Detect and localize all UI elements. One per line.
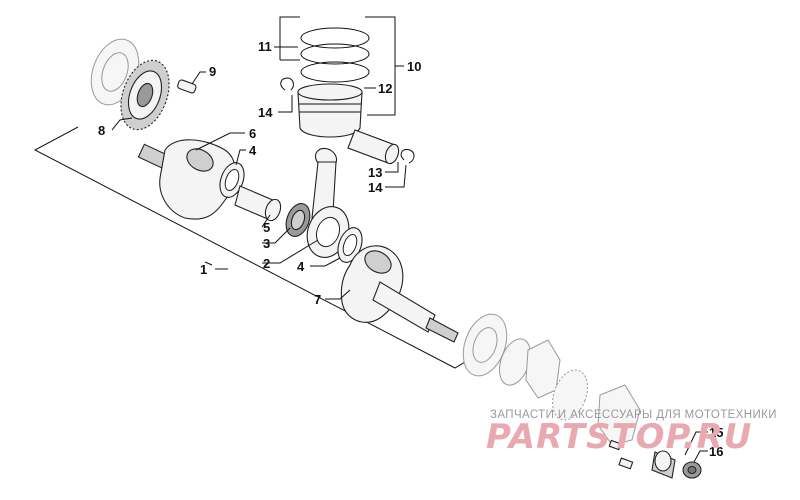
circlip-right	[400, 149, 415, 164]
callout-15: 15	[709, 425, 723, 440]
piston	[297, 83, 363, 138]
callout-13: 13	[368, 165, 382, 180]
outer-plate	[597, 384, 641, 446]
circlip-left	[280, 77, 294, 91]
bolt-b	[608, 439, 622, 451]
timing-gear	[120, 59, 170, 131]
callout-4-upper: 4	[249, 143, 257, 158]
callout-9: 9	[209, 64, 216, 79]
thrust-washer-right	[337, 227, 363, 263]
callout-14-lower: 14	[368, 180, 383, 195]
right-crank-half	[340, 245, 459, 343]
callout-11: 11	[258, 39, 272, 54]
connecting-rod	[306, 147, 350, 258]
thrust-washer-left	[219, 162, 245, 198]
bushing	[651, 450, 676, 479]
callout-labels: 1 2 3 4 4 5 6 7 8 9 10 11 12 13 14 14 15…	[98, 39, 723, 459]
piston-ring-set	[300, 27, 370, 83]
watermark: ЗАПЧАСТИ И АКСЕССУАРЫ ДЛЯ МОТОТЕХНИКИ PA…	[486, 409, 777, 457]
bolt-a	[618, 457, 634, 470]
watermark-tagline: ЗАПЧАСТИ И АКСЕССУАРЫ ДЛЯ МОТОТЕХНИКИ	[490, 409, 777, 421]
callout-1: 1	[200, 262, 207, 277]
callout-14-upper: 14	[258, 105, 273, 120]
callout-4-lower: 4	[297, 259, 305, 274]
wrist-pin	[347, 129, 400, 165]
callout-16: 16	[709, 444, 723, 459]
callout-3: 3	[263, 236, 270, 251]
callout-6: 6	[249, 126, 256, 141]
watermark-brand: PARTSTOP.RU	[486, 417, 752, 457]
needle-bearing	[285, 203, 311, 237]
callout-5: 5	[263, 220, 270, 235]
leader-lines	[111, 16, 708, 463]
callout-2: 2	[263, 256, 270, 271]
callout-12: 12	[378, 81, 392, 96]
end-cap	[682, 461, 702, 479]
callout-10: 10	[407, 59, 421, 74]
crank-pin	[234, 185, 282, 222]
bearing-retainer-plate	[525, 339, 561, 399]
right-gear	[552, 369, 588, 421]
right-main-bearing	[462, 313, 508, 377]
left-crank-half	[137, 139, 237, 220]
callout-8: 8	[98, 123, 105, 138]
callout-7: 7	[314, 292, 321, 307]
gear-pin	[177, 79, 197, 94]
